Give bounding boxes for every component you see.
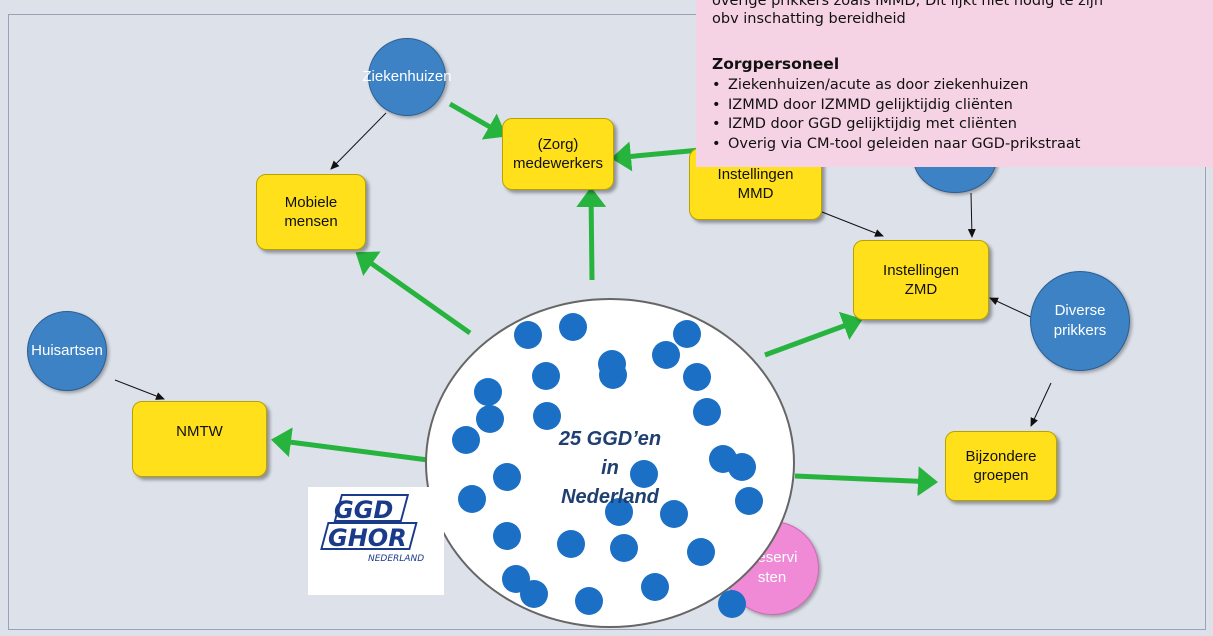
hub-dot bbox=[630, 460, 658, 488]
note-bullet: Ziekenhuizen/acute as door ziekenhuizen bbox=[712, 76, 1080, 96]
hub-dot bbox=[673, 320, 701, 348]
hub-dot bbox=[652, 341, 680, 369]
hub-dot bbox=[641, 573, 669, 601]
note-bullets: Ziekenhuizen/acute as door ziekenhuizen … bbox=[712, 76, 1080, 154]
note-bullet: IZMMD door IZMMD gelijktijdig cliënten bbox=[712, 96, 1080, 116]
hub-dot bbox=[605, 498, 633, 526]
hub-dot bbox=[575, 587, 603, 615]
hub-dot bbox=[718, 590, 746, 618]
node-diverse-prikkers: Diverse prikkers bbox=[1030, 271, 1130, 371]
hub-dot bbox=[687, 538, 715, 566]
ggd-ghor-logo: GGD GHOR NEDERLAND bbox=[308, 487, 444, 595]
arrow-diverse-to-bijzondere bbox=[1030, 382, 1052, 427]
arrow-hub-to-zmd bbox=[764, 311, 863, 358]
hub-dot bbox=[452, 426, 480, 454]
hub-dot bbox=[532, 362, 560, 390]
node-instellingen-zmd: Instellingen ZMD bbox=[853, 240, 989, 320]
node-huisartsen: Huisartsen bbox=[27, 311, 107, 391]
note-bullet: Overig via CM-tool geleiden naar GGD-pri… bbox=[712, 135, 1080, 155]
arrow-hub-to-mobiele bbox=[355, 251, 472, 336]
arrow-hidden-to-zmd bbox=[967, 192, 976, 238]
node-zorg-medewerkers: (Zorg) medewerkers bbox=[502, 118, 614, 190]
node-bijzondere-groepen: Bijzondere groepen bbox=[945, 431, 1057, 501]
arrow-hub-to-zorgmedewerkers bbox=[576, 187, 607, 281]
arrow-huisartsen-to-nmtw bbox=[114, 379, 165, 400]
hub-dot bbox=[493, 463, 521, 491]
note-heading: Zorgpersoneel bbox=[712, 55, 840, 73]
logo-ghor: GHOR bbox=[328, 524, 407, 552]
hub-dot bbox=[559, 313, 587, 341]
hub-dot bbox=[660, 500, 688, 528]
hub-dot bbox=[683, 363, 711, 391]
logo-graphic: GGD GHOR NEDERLAND bbox=[320, 494, 424, 564]
node-nmtw: NMTW bbox=[132, 401, 267, 477]
hub-dot bbox=[533, 402, 561, 430]
arrow-ziekenhuizen-to-zorgmedewerkers bbox=[448, 101, 507, 140]
hub-dot bbox=[514, 321, 542, 349]
hub-dot bbox=[458, 485, 486, 513]
arrow-diverse-to-zmd bbox=[989, 297, 1034, 319]
hub-dot bbox=[520, 580, 548, 608]
hub-dot bbox=[474, 378, 502, 406]
arrow-mmd-to-zmd bbox=[821, 211, 884, 237]
note-line-cut-2: obv inschatting bereidheid bbox=[712, 11, 906, 27]
hub-dot bbox=[557, 530, 585, 558]
hub-dot bbox=[693, 398, 721, 426]
logo-nederland: NEDERLAND bbox=[368, 554, 424, 564]
note-line-cut-1: overige prikkers zoals IMMD; Dit lijkt n… bbox=[712, 0, 1104, 9]
hub-label: 25 GGD’en in Nederland bbox=[558, 428, 662, 508]
logo-ggd: GGD bbox=[334, 496, 393, 524]
arrow-hub-to-bijzondere bbox=[794, 466, 938, 497]
node-ziekenhuizen: Ziekenhuizen bbox=[362, 38, 452, 116]
hub-dot bbox=[728, 453, 756, 481]
hub-dot bbox=[493, 522, 521, 550]
node-mobiele-mensen: Mobiele mensen bbox=[256, 174, 366, 250]
hub-dot bbox=[476, 405, 504, 433]
note-panel: overige prikkers zoals IMMD; Dit lijkt n… bbox=[696, 0, 1213, 167]
hub-dot bbox=[735, 487, 763, 515]
hub-dot bbox=[599, 361, 627, 389]
arrow-mmd-to-zorgmedewerkers bbox=[611, 141, 701, 172]
arrow-hub-to-nmtw bbox=[271, 427, 429, 463]
note-bullet: IZMD door GGD gelijktijdig met cliënten bbox=[712, 115, 1080, 135]
arrow-ziekenhuizen-to-mobiele bbox=[330, 112, 387, 170]
hub-dot bbox=[610, 534, 638, 562]
